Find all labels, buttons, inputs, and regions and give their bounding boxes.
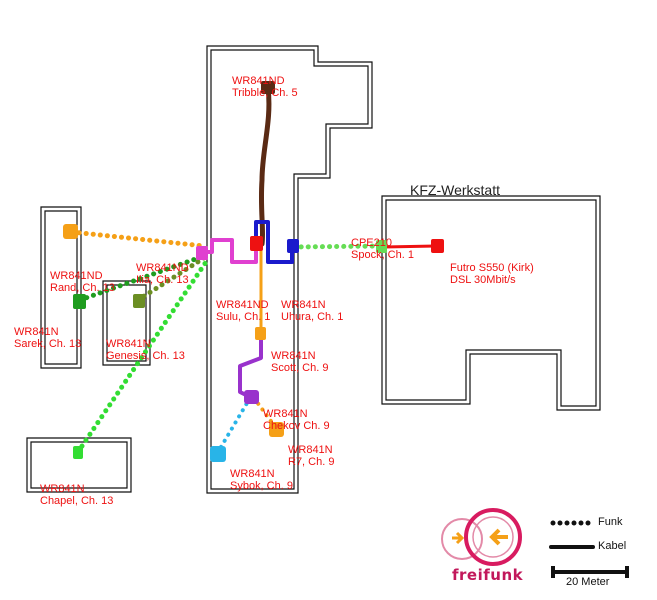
label-kirk: Futro S550 (Kirk)DSL 30Mbit/s	[450, 262, 534, 286]
node-sybok[interactable]	[210, 446, 226, 462]
node-chekov[interactable]	[244, 390, 259, 404]
legend-kabel-label: Kabel	[598, 540, 627, 552]
logo-arrow-right-icon	[452, 531, 465, 545]
node-sulu[interactable]	[250, 236, 263, 251]
node-ilia[interactable]	[196, 246, 208, 260]
node-chapel[interactable]	[73, 446, 83, 459]
brand-wordmark: freifunk	[452, 566, 524, 584]
floor-plan	[26, 45, 601, 494]
building-label: KFZ-Werkstatt	[410, 182, 500, 198]
logo-large-ring	[464, 508, 522, 566]
node-uhura[interactable]	[287, 239, 299, 253]
node-r7[interactable]	[269, 422, 284, 437]
wireless-links	[69, 229, 385, 455]
legend-funk-dots	[550, 520, 591, 526]
node-genesis[interactable]	[133, 294, 145, 308]
scale-bar	[551, 566, 629, 578]
node-tribble[interactable]	[261, 81, 275, 94]
logo-arrow-left-icon	[489, 528, 508, 546]
node-rand[interactable]	[63, 224, 78, 239]
node-sarek[interactable]	[73, 294, 86, 309]
node-spock[interactable]	[376, 240, 387, 253]
logo-small-ring	[441, 518, 483, 560]
node-kirk[interactable]	[431, 239, 444, 253]
scale-label: 20 Meter	[566, 576, 610, 588]
node-scott[interactable]	[255, 327, 266, 340]
legend-funk-label: Funk	[598, 516, 623, 528]
